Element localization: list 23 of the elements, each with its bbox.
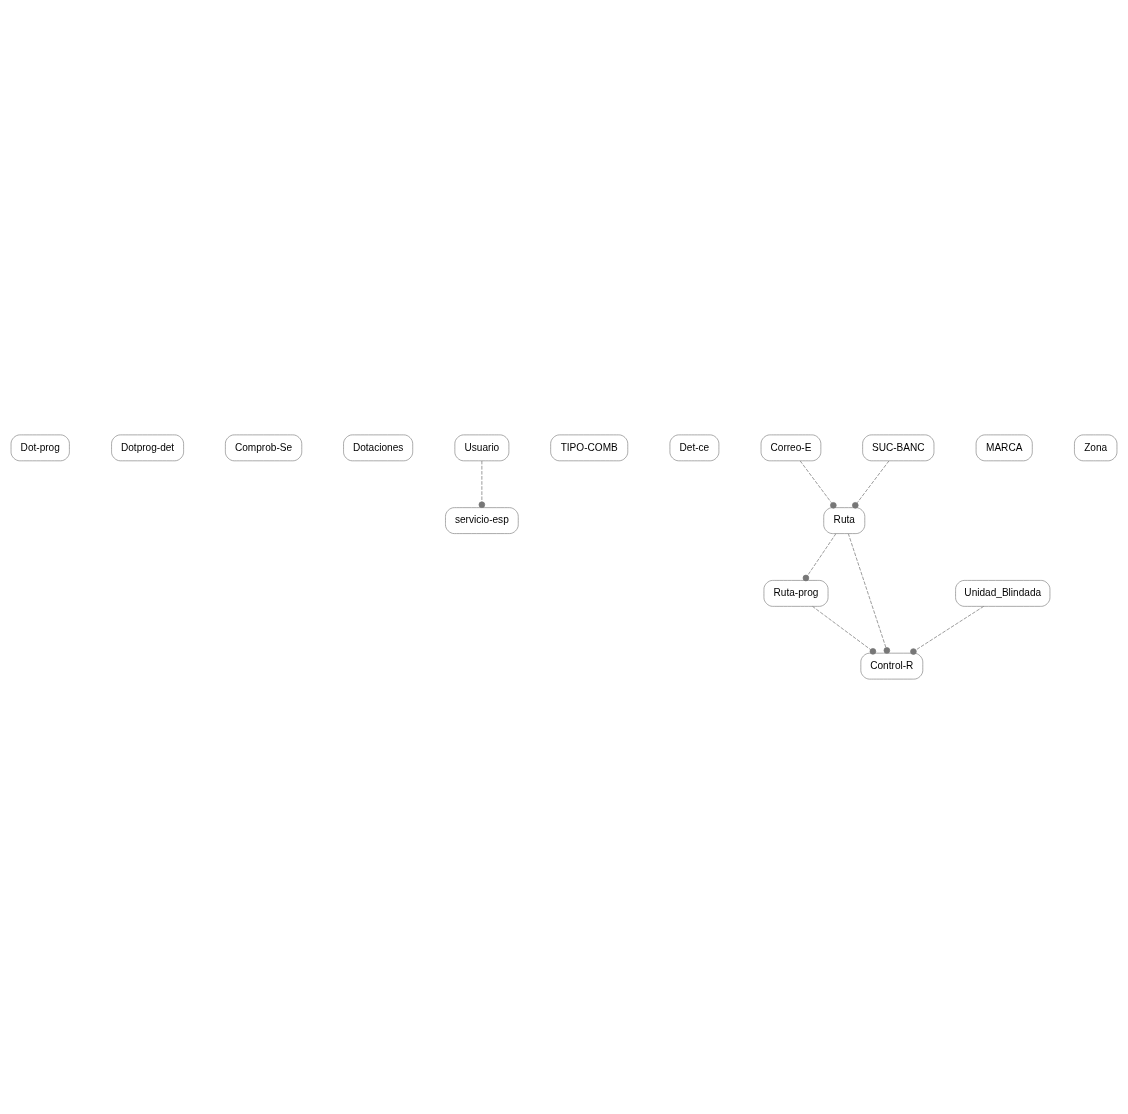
connector — [478, 460, 486, 508]
node-box: Usuario — [454, 434, 510, 462]
connector — [852, 460, 890, 509]
node-box: Ruta — [823, 507, 866, 534]
node-box: Dotprog-det — [111, 434, 184, 462]
connector — [910, 606, 985, 655]
node-box: SUC-BANC — [862, 434, 935, 462]
node-box: Correo-E — [760, 434, 822, 462]
node-box: Control-R — [860, 652, 924, 680]
node-box: Dotaciones — [343, 434, 414, 462]
node-box: MARCA — [975, 434, 1033, 462]
node-box: servicio-esp — [445, 507, 519, 534]
node-box: Dot-prog — [10, 434, 70, 462]
connector — [847, 533, 891, 654]
connector — [812, 606, 877, 655]
node-box: Zona — [1074, 434, 1118, 462]
node-box: Ruta-prog — [763, 580, 829, 607]
connector — [799, 460, 837, 509]
node-box: TIPO-COMB — [550, 434, 629, 462]
node-box: Unidad_Blindada — [955, 580, 1051, 607]
connector — [802, 533, 837, 582]
node-box: Det-ce — [669, 434, 720, 462]
node-box: Comprob-Se — [225, 434, 303, 462]
